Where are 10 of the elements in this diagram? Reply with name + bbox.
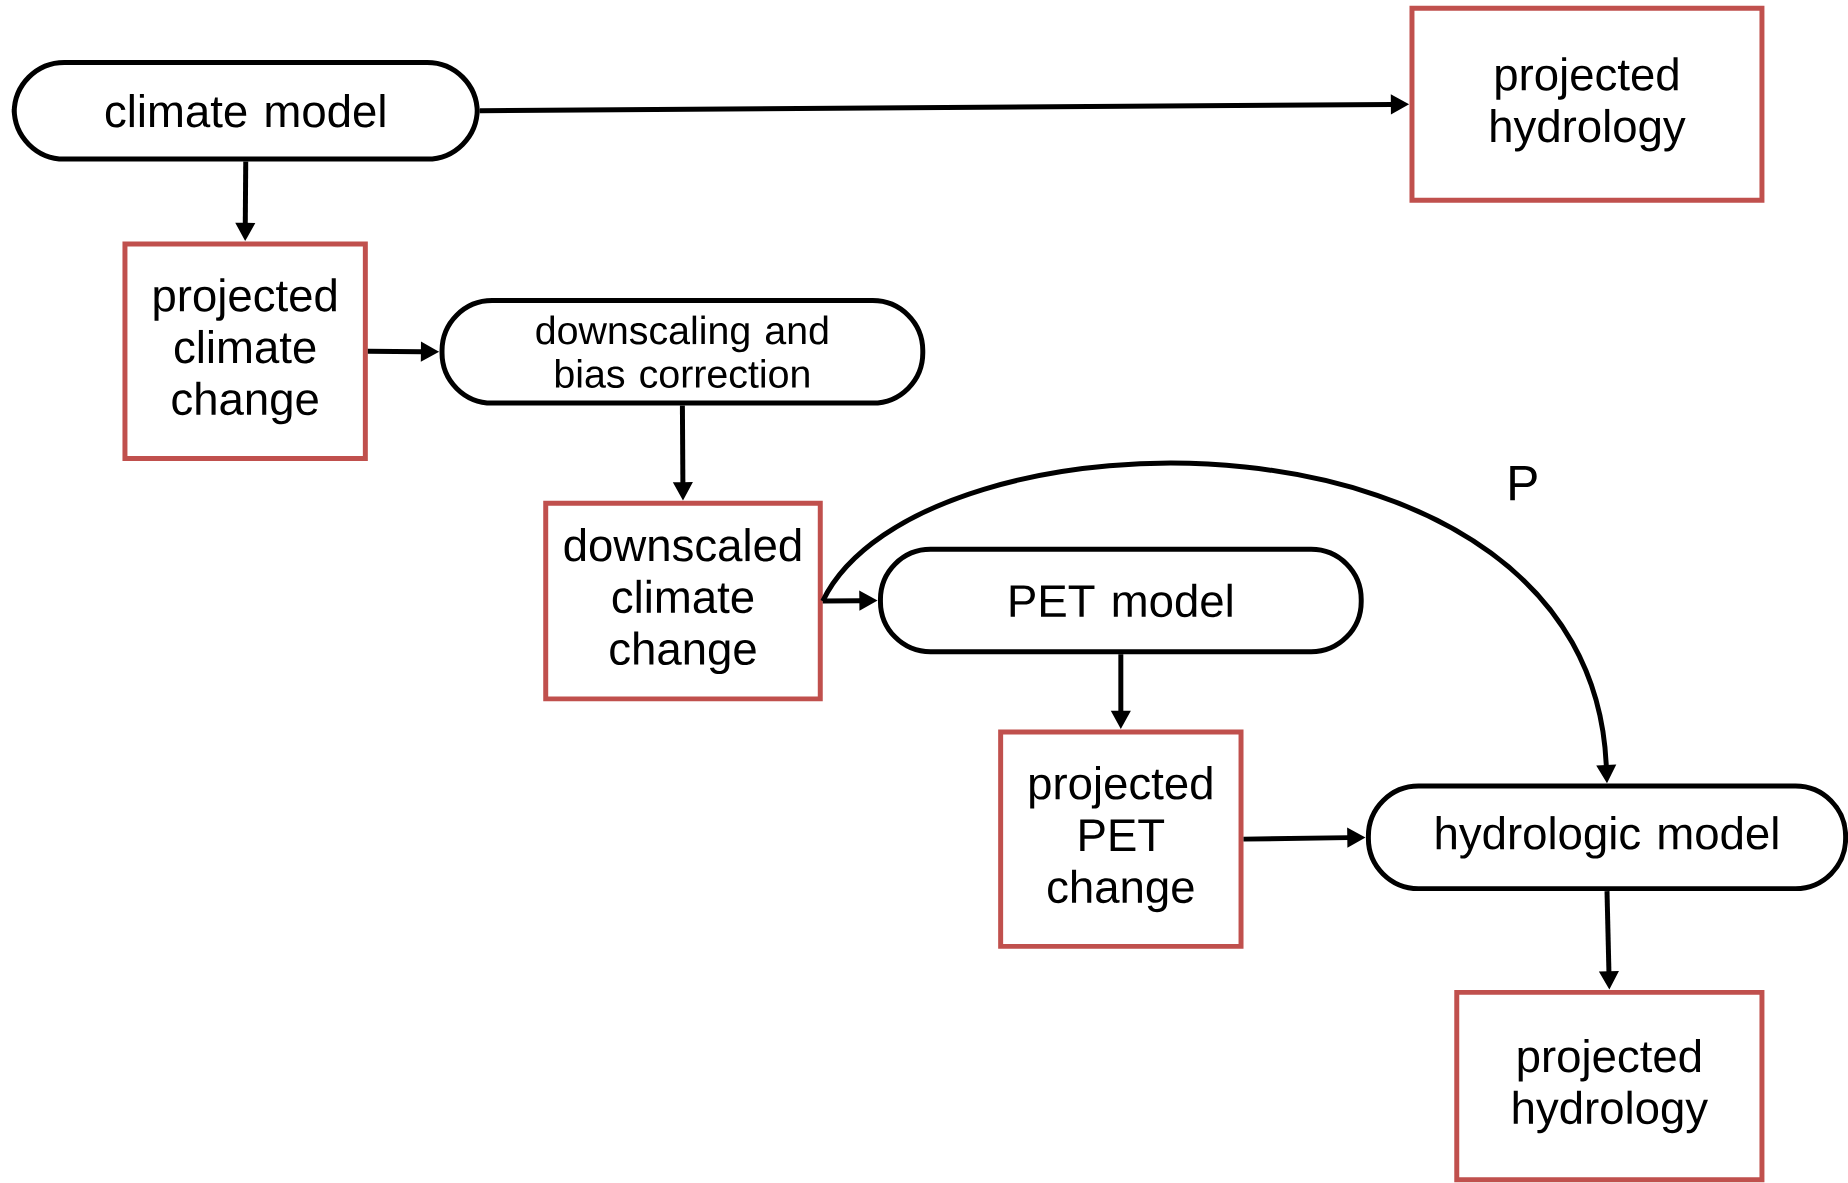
data-box: projected hydrology: [1409, 5, 1765, 203]
data-box: projected PET change: [998, 729, 1244, 949]
data-box: projected hydrology: [1454, 989, 1765, 1183]
process-box: hydrologic model: [1365, 783, 1848, 891]
process-box: PET model: [877, 546, 1364, 655]
process-box: downscaling and bias correction: [439, 297, 926, 406]
data-box: projected climate change: [122, 241, 368, 461]
edge-label: P: [1504, 463, 1542, 503]
process-box: climate model: [11, 59, 480, 162]
data-box: downscaled climate change: [543, 500, 823, 702]
